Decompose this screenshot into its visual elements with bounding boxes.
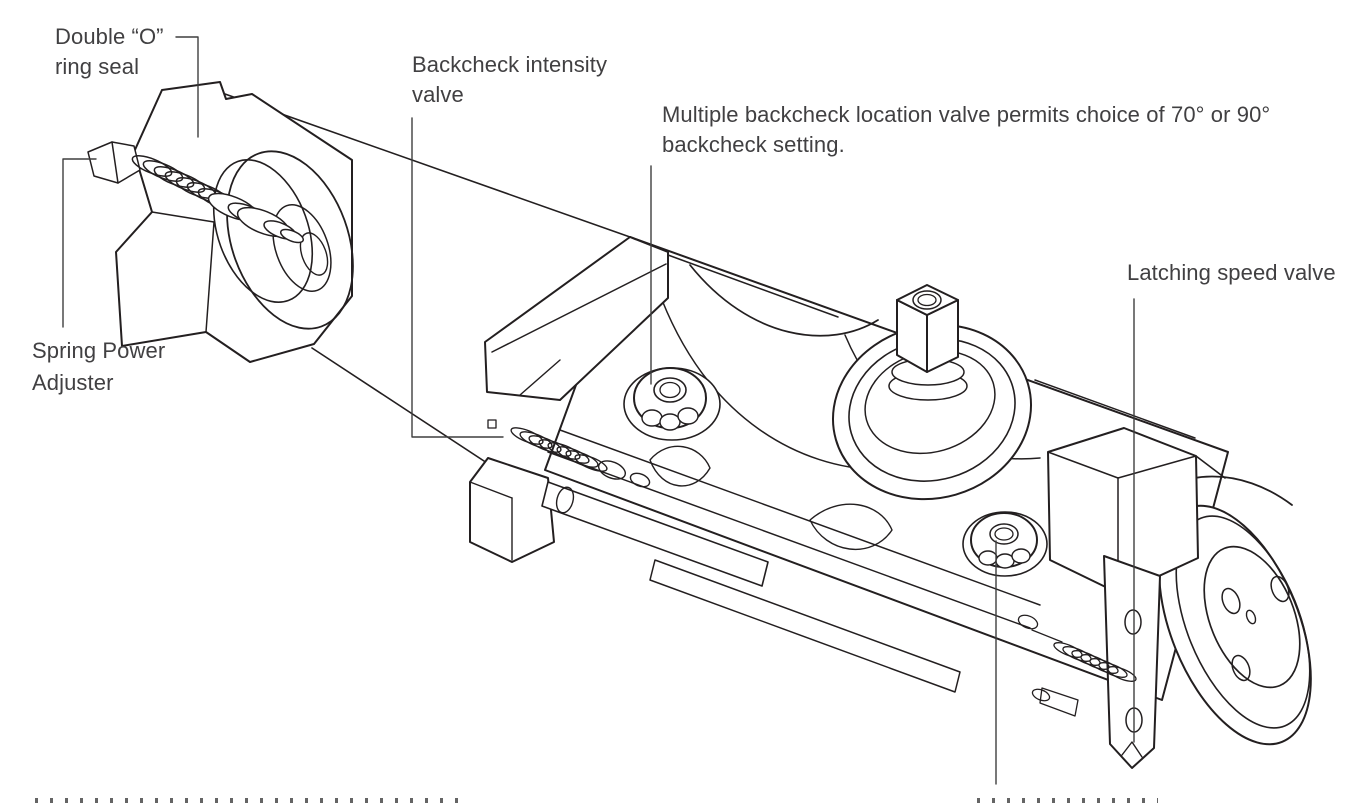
pinion-square-nut <box>896 284 959 373</box>
label-double-o-ring-seal: Double “O” ring seal <box>55 24 164 79</box>
latching-valve-block <box>1047 427 1199 769</box>
leader-double-o-ring-seal <box>175 36 199 138</box>
backcheck-housing-block <box>484 236 669 401</box>
spring-power-adjuster-assembly <box>115 81 354 363</box>
label-spring-power-adjuster: Spring Power Adjuster <box>32 338 166 395</box>
label-latching-speed-valve: Latching speed valve <box>1127 260 1336 285</box>
lower-left-block <box>469 457 769 587</box>
cutoff-text-marks-left <box>35 798 470 803</box>
adjuster-screw <box>87 141 305 244</box>
latching-valve-spring <box>1017 614 1137 717</box>
backcheck-intensity-spring <box>510 427 651 488</box>
leader-lines <box>62 36 1135 785</box>
end-cap <box>1139 455 1312 746</box>
label-multiple-backcheck-location-valve: Multiple backcheck location valve permit… <box>662 102 1271 157</box>
cutoff-text-marks-right <box>977 798 1158 803</box>
speed-valve <box>962 511 1048 577</box>
leader-backcheck-intensity <box>411 117 504 438</box>
label-backcheck-intensity-valve: Backcheck intensity valve <box>412 52 608 107</box>
leader-spring-power-adjuster <box>62 158 97 328</box>
multiple-backcheck-location-valve <box>623 367 721 441</box>
